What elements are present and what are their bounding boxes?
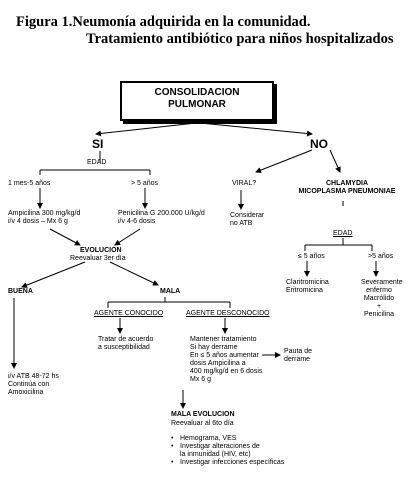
desconocido-treatment: Mantener tratamiento Si hay derrame En ≤… <box>190 336 262 384</box>
buena-treatment-line-3: Amoxicilina <box>8 389 44 396</box>
root-box-title: CONSOLIDACION PULMONAR <box>120 87 274 111</box>
conocido-treatment-line-1: Tratar de acuerdo <box>98 336 154 343</box>
list-item: Investigar infecciones específicas <box>171 459 284 467</box>
left-edad-label: EDAD <box>87 159 107 166</box>
buena-treatment-line-1: i/v ATB 48-72 hs <box>8 373 59 380</box>
desconocido-treatment-line-4: dosis Ampicilina a <box>190 360 246 367</box>
desconocido-treatment-line-1: Mantener tratamiento <box>190 336 257 343</box>
left-age-2: > 5 años <box>131 180 159 187</box>
right-treat-2-line-4: + <box>376 303 382 310</box>
buena-treatment: i/v ATB 48-72 hs Continúa con Amoxicilin… <box>8 373 59 397</box>
right-age-2: >5 años <box>368 253 394 260</box>
connector-no-chlamydia <box>329 149 341 173</box>
desconocido-treatment-line-6: Mx 6 g <box>190 376 212 383</box>
evolucion-label: EVOLUCION <box>80 247 122 254</box>
right-treat-2-line-1: Severamente <box>361 279 403 286</box>
viral-treatment: Considerar no ATB <box>230 212 264 228</box>
buena-treatment-line-2: Continúa con <box>8 381 50 388</box>
left-treat-1-line-1: Ampicilina 300 mg/kg/d <box>8 210 81 217</box>
connector-no-viral <box>255 149 313 173</box>
right-edad-label: EDAD <box>333 230 353 237</box>
desconocido-treatment-line-3: En ≤ 5 años aumentar <box>190 352 259 359</box>
left-age-1: 1 mes-5 años <box>8 180 51 187</box>
left-treat-2-line-1: Penicilina G 200.000 U/kg/d <box>118 210 205 217</box>
chlamydia-line-2: MICOPLASMA PNEUMONIAE <box>298 188 396 195</box>
mala-evolucion-label: MALA EVOLUCION <box>171 411 235 418</box>
desconocido-treatment-line-5: 400 mg/kg/d en 6 dosis <box>190 368 263 375</box>
viral-treatment-line-2: no ATB <box>230 220 253 227</box>
mala-evolucion-list: Hemograma, VES Investigar alteraciones d… <box>171 435 284 467</box>
list-item: Hemograma, VES <box>171 435 284 443</box>
left-treat-1-line-2: i/v 4 dosis – Mx 6 g <box>8 218 68 225</box>
chlamydia-label: CHLAMYDIA MICOPLASMA PNEUMONIAE <box>292 180 402 196</box>
connector-treat2-evol <box>114 228 141 246</box>
branch-si: SI <box>92 137 104 151</box>
connector-treat1-evol <box>49 228 81 246</box>
left-treat-1: Ampicilina 300 mg/kg/d i/v 4 dosis – Mx … <box>8 210 80 226</box>
root-box <box>120 81 274 121</box>
connector-evol-mala <box>109 261 159 286</box>
mala-label: MALA <box>160 288 181 295</box>
connector-root-si <box>95 122 197 137</box>
figure-title: Figura 1.Neumonía adquirida en la comuni… <box>16 14 311 30</box>
right-treat-1-line-2: Eritromicina <box>286 287 323 294</box>
connector-root-no <box>199 122 313 137</box>
agente-desconocido-label: AGENTE DESCONOCIDO <box>186 310 270 317</box>
agente-conocido-label: AGENTE CONOCIDO <box>94 310 164 317</box>
right-treat-1: Claritromicina Eritromicina <box>286 279 329 295</box>
branch-no: NO <box>310 137 328 151</box>
right-treat-2-line-5: Penicilina <box>364 311 394 318</box>
evolucion-reevaluar: Reevaluar 3er día <box>70 255 126 262</box>
buena-label: BUENA <box>8 288 33 295</box>
right-treat-1-line-1: Claritromicina <box>286 279 329 286</box>
right-treat-2-line-2: enfermo <box>366 287 392 294</box>
viral-label: VIRAL? <box>232 180 257 187</box>
list-item: la inmunidad (HIV, etc) <box>180 451 251 458</box>
pauta-derrame-line-1: Pauta de <box>284 348 313 355</box>
left-treat-2: Penicilina G 200.000 U/kg/d i/v 4-6 dosi… <box>118 210 205 226</box>
list-item: Investigar alteraciones de <box>171 443 284 451</box>
left-treat-2-line-2: i/v 4-6 dosis <box>118 218 156 225</box>
root-line-2: PULMONAR <box>168 99 226 110</box>
desconocido-treatment-line-2: Si hay derrame <box>190 344 238 351</box>
pauta-derrame-line-2: derrame <box>284 356 311 363</box>
viral-treatment-line-1: Considerar <box>230 212 265 219</box>
conocido-treatment-line-2: a susceptibilidad <box>98 344 150 351</box>
right-treat-2-line-3: Macrólido <box>363 295 395 302</box>
root-line-1: CONSOLIDACION <box>154 87 240 98</box>
pauta-derrame: Pauta de derrame <box>284 348 312 364</box>
right-treat-2: Severamente enfermo Macrólido + Penicili… <box>361 279 403 319</box>
figure-subtitle: Tratamiento antibiótico para niños hospi… <box>86 31 394 47</box>
conocido-treatment: Tratar de acuerdo a susceptibilidad <box>98 336 153 352</box>
mala-evolucion-reevaluar: Reevaluar al 6to día <box>171 420 234 427</box>
connector-evol-buena <box>21 261 86 288</box>
right-age-1: ≤ 5 años <box>298 253 325 260</box>
chlamydia-line-1: CHLAMYDIA <box>326 180 368 187</box>
